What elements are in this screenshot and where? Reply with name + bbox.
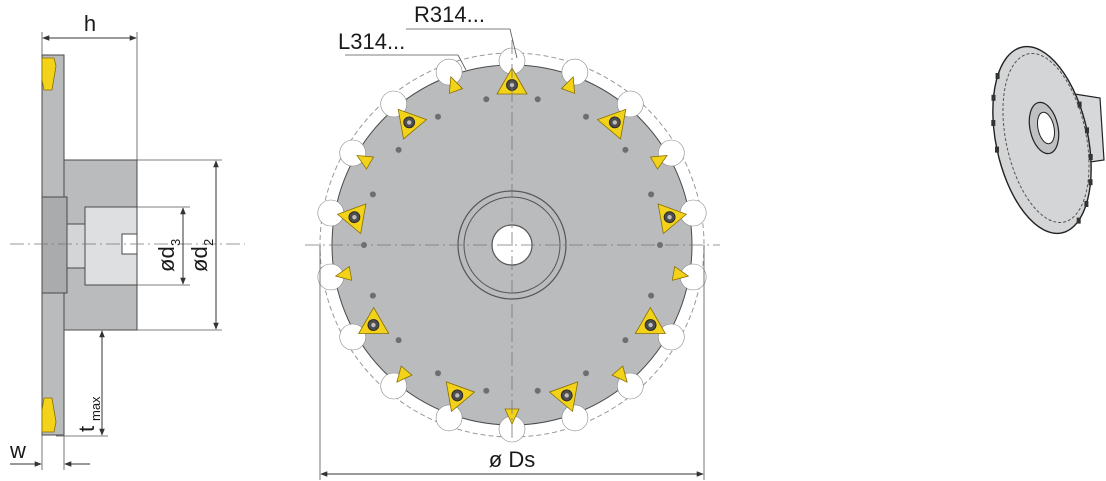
triangle-insert: [634, 306, 667, 334]
insert-pocket: [339, 323, 367, 351]
isometric-view: [991, 45, 1105, 235]
small-insert: [396, 365, 413, 383]
triangle-insert: [336, 203, 367, 235]
screw: [583, 113, 589, 120]
insert-pocket: [561, 404, 589, 432]
screw: [622, 337, 629, 344]
screws: [361, 96, 663, 394]
side-insert-bottom: [41, 397, 57, 433]
triangle-insert: [445, 381, 476, 413]
small-insert: [560, 75, 576, 94]
svg-text:2: 2: [201, 239, 216, 246]
screw: [583, 370, 589, 377]
d2-label: ød 2: [187, 239, 216, 272]
ds-label: ø Ds: [489, 447, 535, 472]
small-insert: [649, 155, 668, 170]
bore-step-outer: [41, 196, 68, 294]
triangle-insert: [657, 203, 688, 235]
l-insert-label: L314...: [338, 29, 405, 54]
iso-tooth: [995, 146, 999, 153]
screw: [395, 146, 402, 153]
small-insert: [611, 365, 628, 383]
triangle-insert: [397, 108, 428, 140]
screw: [369, 292, 376, 299]
iso-tooth: [1088, 179, 1093, 186]
iso-tooth: [991, 94, 996, 101]
svg-text:ød: ød: [187, 246, 212, 272]
svg-text:t: t: [74, 426, 99, 432]
svg-text:max: max: [88, 396, 103, 421]
screw: [435, 370, 441, 377]
insert-pocket: [317, 199, 345, 227]
h-label: h: [84, 11, 96, 36]
small-insert: [448, 75, 464, 94]
iso-tooth: [1084, 201, 1089, 207]
svg-text:3: 3: [168, 239, 183, 246]
screw: [648, 292, 655, 299]
screw: [534, 387, 541, 394]
screw: [435, 113, 441, 120]
iso-tooth: [1076, 217, 1081, 224]
iso-tooth: [1085, 127, 1089, 134]
w-label: w: [9, 438, 26, 463]
iso-tooth: [1077, 101, 1082, 108]
iso-teeth: [991, 73, 1093, 224]
insert-pocket: [561, 58, 589, 86]
insert-pocket: [435, 404, 463, 432]
side-insert-top: [41, 57, 57, 91]
insert-pockets: [317, 47, 707, 443]
r-insert-label: R314...: [414, 2, 485, 27]
insert-pocket: [679, 199, 707, 227]
insert-pocket: [339, 139, 367, 167]
triangle-insert: [357, 306, 390, 334]
insert-pocket: [657, 323, 685, 351]
small-insert: [671, 265, 690, 281]
front-view: ø Ds L314... R314...: [305, 2, 720, 480]
screw: [369, 191, 376, 198]
screw: [534, 96, 541, 103]
tmax-label: t max: [74, 396, 103, 432]
iso-tooth: [995, 73, 1000, 79]
iso-tooth: [1088, 154, 1093, 160]
screw: [622, 146, 629, 153]
insert-pocket: [657, 139, 685, 167]
screw: [395, 337, 402, 344]
side-view: h ød 3 ød 2 t max w: [9, 11, 245, 470]
iso-tooth: [991, 120, 996, 126]
small-insert: [334, 265, 353, 281]
svg-text:ød: ød: [154, 246, 179, 272]
insert-pocket: [435, 58, 463, 86]
triangle-insert: [548, 381, 579, 413]
bore-step-inner: [66, 223, 86, 269]
screw: [483, 387, 490, 394]
triangle-insert: [596, 108, 627, 140]
screw: [648, 191, 655, 198]
small-insert: [356, 155, 375, 170]
front-inserts: [334, 67, 690, 425]
screw: [483, 96, 490, 103]
d3-label: ød 3: [154, 239, 183, 272]
